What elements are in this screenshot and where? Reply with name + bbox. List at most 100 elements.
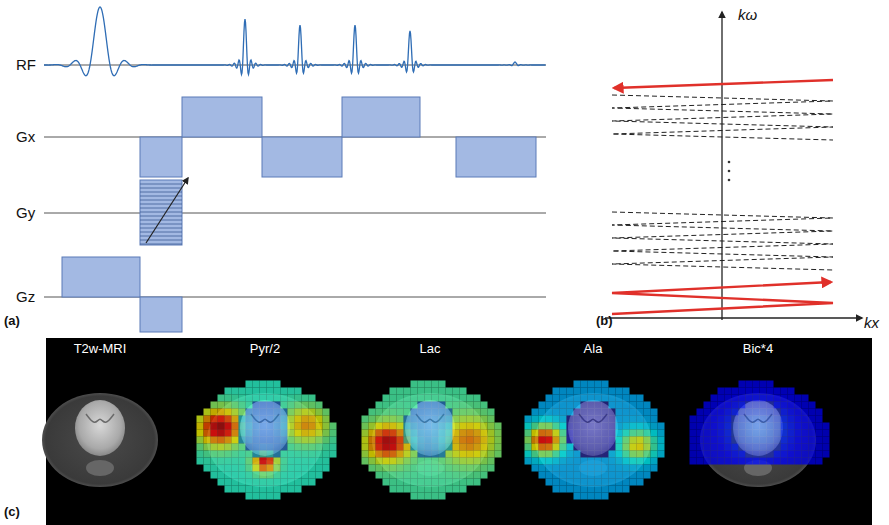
heatmap-pixel bbox=[390, 465, 397, 472]
heatmap-pixel bbox=[383, 444, 390, 451]
heatmap-pixel bbox=[453, 423, 460, 430]
heatmap-pixel bbox=[711, 409, 718, 416]
heatmap-pixel bbox=[302, 465, 309, 472]
heatmap-pixel bbox=[690, 451, 697, 458]
heatmap-pixel bbox=[595, 409, 602, 416]
heatmap-pixel bbox=[453, 465, 460, 472]
phase-step bbox=[140, 240, 182, 241]
heatmap-pixel bbox=[432, 388, 439, 395]
heatmap-pixel bbox=[732, 444, 739, 451]
heatmap-pixel bbox=[439, 458, 446, 465]
heatmap-pixel bbox=[253, 388, 260, 395]
heatmap-pixel bbox=[432, 416, 439, 423]
heatmap-pixel bbox=[658, 423, 665, 430]
heatmap-pixel bbox=[732, 388, 739, 395]
heatmap-pixel bbox=[225, 444, 232, 451]
heatmap-pixel bbox=[581, 381, 588, 388]
heatmap-pixel bbox=[567, 416, 574, 423]
heatmap-pixel bbox=[753, 437, 760, 444]
heatmap-pixel bbox=[525, 437, 532, 444]
heatmap-pixel bbox=[488, 458, 495, 465]
heatmap-pixel bbox=[553, 430, 560, 437]
heatmap-pixel bbox=[418, 493, 425, 500]
heatmap-pixel bbox=[704, 437, 711, 444]
heatmap-pixel bbox=[246, 493, 253, 500]
heatmap-pixel bbox=[467, 430, 474, 437]
heatmap-pixel bbox=[239, 402, 246, 409]
heatmap-pixel bbox=[376, 430, 383, 437]
heatmap-pixel bbox=[211, 458, 218, 465]
heatmap-pixel bbox=[574, 402, 581, 409]
heatmap-pixel bbox=[560, 472, 567, 479]
heatmap-pixel bbox=[439, 423, 446, 430]
heatmap-pixel bbox=[239, 472, 246, 479]
phase-step bbox=[140, 184, 182, 185]
heatmap-pixel bbox=[309, 430, 316, 437]
heatmap-pixel bbox=[746, 437, 753, 444]
heatmap-pixel bbox=[376, 402, 383, 409]
heatmap-pixel bbox=[418, 416, 425, 423]
heatmap-pixel bbox=[376, 444, 383, 451]
heatmap-pixel bbox=[225, 409, 232, 416]
heatmap-pixel bbox=[260, 458, 267, 465]
heatmap-pixel bbox=[651, 451, 658, 458]
heatmap-pixel bbox=[467, 395, 474, 402]
heatmap-pixel bbox=[274, 458, 281, 465]
heatmap-pixel bbox=[609, 451, 616, 458]
heatmap-pixel bbox=[711, 451, 718, 458]
heatmap-pixel bbox=[539, 402, 546, 409]
heatmap-pixel bbox=[295, 444, 302, 451]
heatmap-pixel bbox=[432, 430, 439, 437]
heatmap-pixel bbox=[774, 395, 781, 402]
heatmap-pixel bbox=[218, 437, 225, 444]
heatmap-pixel bbox=[539, 465, 546, 472]
heatmap-pixel bbox=[574, 430, 581, 437]
heatmap-pixel bbox=[795, 437, 802, 444]
heatmap-pixel bbox=[795, 458, 802, 465]
heatmap-pixel bbox=[697, 458, 704, 465]
heatmap-pixel bbox=[404, 479, 411, 486]
heatmap-pixel bbox=[439, 465, 446, 472]
heatmap-pixel bbox=[651, 430, 658, 437]
heatmap-pixel bbox=[362, 451, 369, 458]
heatmap-pixel bbox=[767, 444, 774, 451]
heatmap-pixel bbox=[267, 409, 274, 416]
heatmap-pixel bbox=[588, 472, 595, 479]
image-panel bbox=[46, 338, 872, 525]
rf-waveform bbox=[44, 7, 546, 76]
heatmap-pixel bbox=[753, 402, 760, 409]
heatmap-pixel bbox=[809, 444, 816, 451]
heatmap-pixel bbox=[225, 402, 232, 409]
heatmap-pixel bbox=[704, 402, 711, 409]
heatmap-pixel bbox=[460, 444, 467, 451]
heatmap-pixel bbox=[602, 486, 609, 493]
heatmap-pixel bbox=[616, 451, 623, 458]
heatmap-pixel bbox=[753, 444, 760, 451]
heatmap-pixel bbox=[704, 451, 711, 458]
heatmap-pixel bbox=[267, 472, 274, 479]
heatmap-pixel bbox=[467, 409, 474, 416]
heatmap-pixel bbox=[753, 423, 760, 430]
heatmap-pixel bbox=[376, 423, 383, 430]
heatmap-pixel bbox=[383, 402, 390, 409]
heatmap-pixel bbox=[309, 395, 316, 402]
heatmap-pixel bbox=[546, 437, 553, 444]
heatmap-pixel bbox=[690, 444, 697, 451]
heatmap-pixel bbox=[239, 451, 246, 458]
heatmap-pixel bbox=[411, 444, 418, 451]
heatmap-pixel bbox=[609, 430, 616, 437]
heatmap-pixel bbox=[574, 493, 581, 500]
heatmap-pixel bbox=[404, 444, 411, 451]
heatmap-pixel bbox=[553, 444, 560, 451]
heatmap-pixel bbox=[439, 493, 446, 500]
heatmap-pixel bbox=[404, 472, 411, 479]
heatmap-pixel bbox=[588, 451, 595, 458]
heatmap-pixel bbox=[274, 402, 281, 409]
heatmap-pixel bbox=[397, 451, 404, 458]
heatmap-pixel bbox=[390, 486, 397, 493]
heatmap-pixel bbox=[246, 388, 253, 395]
heatmap-pixel bbox=[281, 423, 288, 430]
heatmap-pixel bbox=[753, 451, 760, 458]
heatmap-pixel bbox=[474, 395, 481, 402]
heatmap-pixel bbox=[725, 430, 732, 437]
